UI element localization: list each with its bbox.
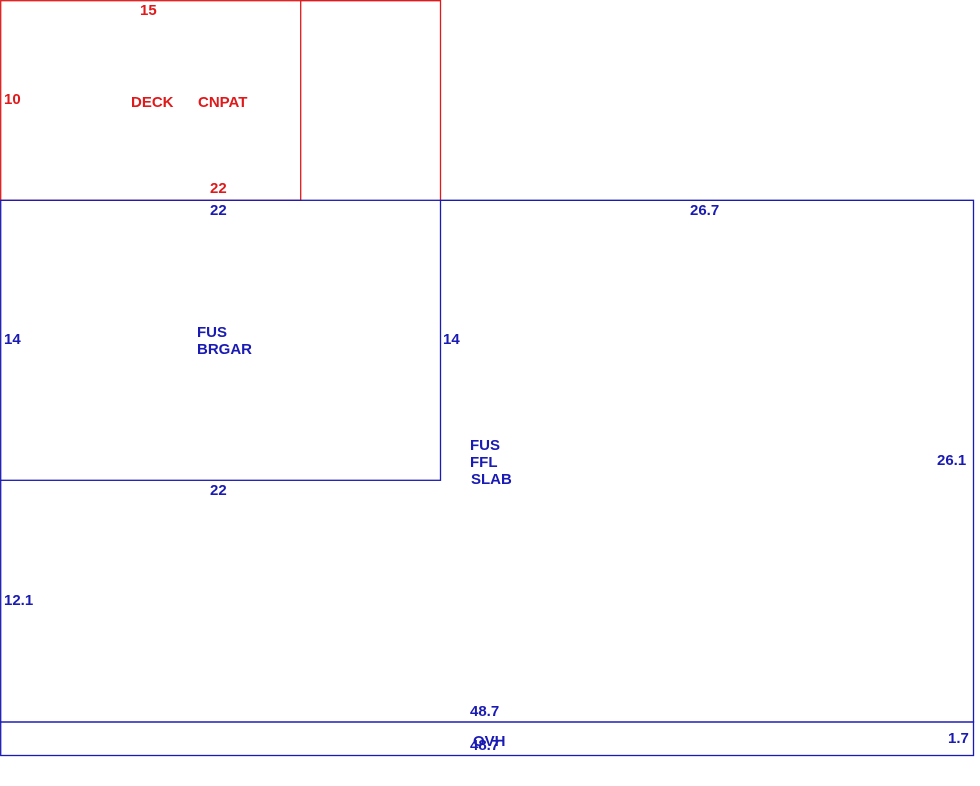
garage-right-dimension: 14 [443,331,460,348]
overhang-area: 48.7 OVH 1.7 [0,721,975,757]
garage-label-line1: FUS [197,324,227,341]
garage-area: 22 14 14 22 FUS BRGAR [0,199,460,499]
first-floor-label-line1: FUS [470,437,500,454]
first-floor-label-line2: FFL [470,454,498,471]
garage-top-dimension: 22 [210,202,227,219]
first-floor-right-dimension: 26.1 [937,452,966,469]
first-floor-label-line3: SLAB [471,471,512,488]
garage-label-line2: BRGAR [197,341,252,358]
overhang-outline [0,721,975,757]
first-floor-bottom-dimension: 48.7 [470,703,499,720]
deck-top-dimension: 15 [140,2,157,19]
deck-label: DECK [131,94,174,111]
overhang-label: OVH [473,733,506,750]
deck-bottom-dimension: 22 [210,180,227,197]
deck-left-dimension: 10 [4,91,21,108]
canopy-outline [300,0,442,201]
first-floor-area: 26.7 26.1 12.1 48.7 FUS FFL SLAB [0,199,975,723]
garage-left-dimension: 14 [4,331,21,348]
first-floor-top-dimension: 26.7 [690,202,719,219]
overhang-bottom-dimension: 48.7 [470,737,499,754]
canopy-label: CNPAT [198,94,247,111]
deck-area: 15 10 22 DECK CNPAT [0,0,442,201]
garage-bottom-dimension: 22 [210,482,227,499]
garage-outline [0,199,442,481]
overhang-right-dimension: 1.7 [948,730,969,747]
first-floor-left-dimension: 12.1 [4,592,33,609]
